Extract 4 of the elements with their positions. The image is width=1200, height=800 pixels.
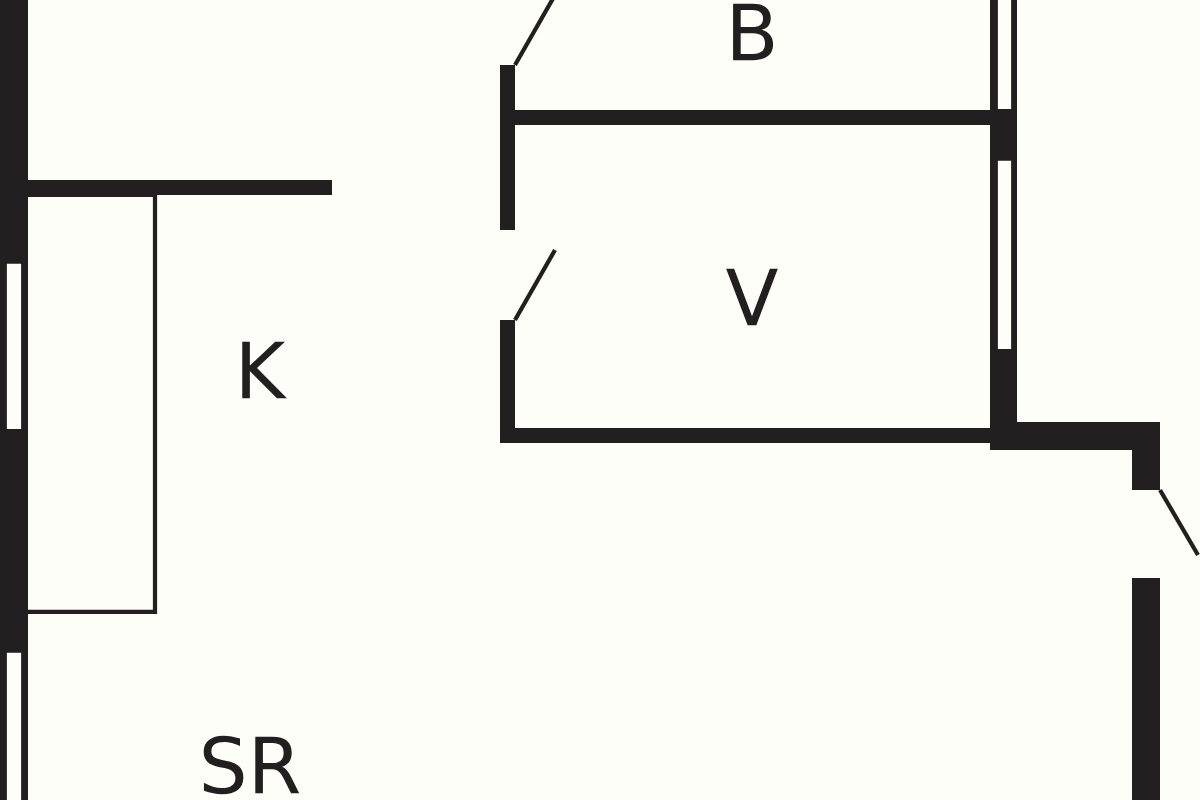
room-label: SR <box>203 735 300 795</box>
room-label: B <box>733 3 774 61</box>
room-label: K <box>242 341 287 399</box>
room-label: V <box>726 268 778 326</box>
